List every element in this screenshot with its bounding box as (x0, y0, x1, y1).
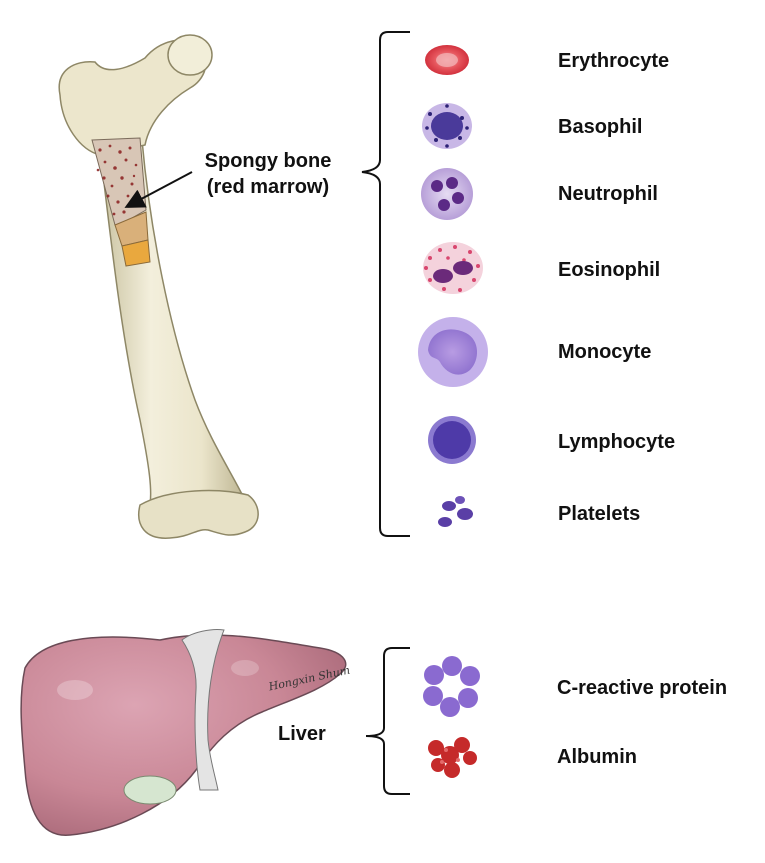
liver-products-bracket (366, 648, 410, 794)
c-reactive-protein-icon (423, 656, 480, 717)
albumin-label: Albumin (557, 747, 637, 767)
lymphocyte-label: Lymphocyte (558, 432, 675, 452)
monocyte-icon (418, 317, 488, 387)
c-reactive-protein-label: C-reactive protein (557, 678, 727, 698)
neutrophil-icon (421, 168, 473, 220)
neutrophil-label: Neutrophil (558, 184, 658, 204)
albumin-icon (428, 737, 477, 778)
erythrocyte-label: Erythrocyte (558, 51, 669, 71)
monocyte-label: Monocyte (558, 342, 651, 362)
eosinophil-label: Eosinophil (558, 260, 660, 280)
lymphocyte-icon (428, 416, 476, 464)
spongy-bone-label-line1: Spongy bone (188, 148, 348, 174)
basophil-icon (422, 103, 472, 149)
spongy-bone-label-line2: (red marrow) (188, 174, 348, 200)
spongy-bone-label: Spongy bone (red marrow) (188, 148, 348, 200)
eosinophil-icon (423, 242, 483, 294)
blood-cells-bracket (362, 32, 410, 536)
basophil-label: Basophil (558, 117, 642, 137)
platelets-label: Platelets (558, 504, 640, 524)
femur-bone-illustration (59, 35, 258, 538)
platelets-icon (438, 496, 473, 527)
erythrocyte-icon (425, 45, 469, 75)
liver-label: Liver (278, 723, 326, 746)
